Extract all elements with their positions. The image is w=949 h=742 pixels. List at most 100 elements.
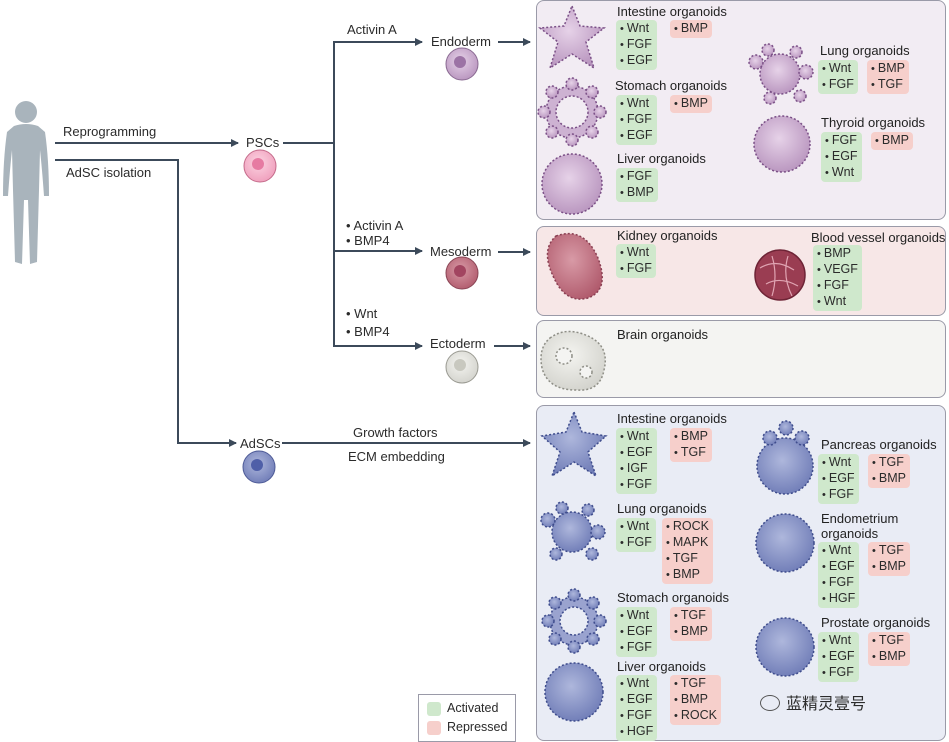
activated-factor: FGF	[620, 261, 652, 277]
activated-factor: FGF	[620, 708, 653, 724]
activated-factor-list: WntFGFEGF	[616, 95, 657, 145]
activated-factor: VEGF	[817, 262, 858, 278]
activated-factor: Wnt	[822, 633, 855, 649]
activated-factor: FGF	[620, 169, 654, 185]
activated-factor: EGF	[620, 692, 653, 708]
organoid-title: Lung organoids	[820, 43, 910, 58]
activated-factor: Wnt	[822, 455, 855, 471]
repressed-factor: ROCK	[666, 519, 709, 535]
activated-factor: FGF	[620, 640, 653, 656]
pscs-cell-icon	[243, 149, 277, 183]
activated-factor-list: FGFEGFWnt	[821, 132, 862, 182]
organoid-title: Stomach organoids	[617, 590, 730, 605]
activated-factor: Wnt	[620, 608, 653, 624]
legend-activated-label: Activated	[447, 701, 499, 715]
endoderm-cell-icon	[445, 47, 479, 81]
repressed-factor: TGF	[674, 608, 708, 624]
mesoderm-factor-2: • BMP4	[346, 233, 390, 248]
activated-factor: HGF	[822, 591, 855, 607]
activated-factor: Wnt	[822, 543, 855, 559]
activated-factor-list: WntEGFFGFHGF	[616, 675, 658, 741]
adscs-factor-1: Growth factors	[353, 425, 438, 440]
activated-factor-list: WntEGFFGF	[818, 454, 859, 504]
ectoderm-panel	[536, 320, 946, 398]
repressed-factor-list: ROCKMAPKTGFBMP	[662, 518, 713, 584]
repressed-factor: TGF	[674, 676, 717, 692]
endoderm-factor: Activin A	[347, 22, 397, 37]
mesoderm-cell-icon	[445, 256, 479, 290]
activated-factor-list: BMPVEGFFGFWnt	[813, 245, 862, 311]
repressed-factor: BMP	[666, 567, 709, 583]
organoid-title: Brain organoids	[617, 327, 709, 342]
repressed-factor: ROCK	[674, 708, 717, 724]
repressed-factor: BMP	[871, 61, 905, 77]
organoid-title: Thyroid organoids	[821, 115, 926, 130]
repressed-factor: TGF	[666, 551, 709, 567]
organoid-title: Kidney organoids	[617, 228, 718, 243]
legend-repressed-label: Repressed	[447, 720, 508, 734]
activated-factor: Wnt	[620, 245, 652, 261]
repressed-factor-list: TGFBMP	[868, 542, 910, 576]
activated-factor-list: WntFGF	[818, 60, 858, 94]
activated-factor-list: WntFGF	[616, 518, 656, 552]
repressed-factor: BMP	[674, 21, 708, 37]
organoid-title: Lung organoids	[617, 501, 707, 516]
activated-factor-list: WntEGFIGFFGF	[616, 428, 657, 494]
activated-factor: Wnt	[817, 294, 858, 310]
ectoderm-factor-1: • Wnt	[346, 306, 378, 321]
activated-factor: Wnt	[822, 61, 854, 77]
activated-factor: EGF	[822, 649, 855, 665]
mesoderm-panel	[536, 226, 946, 316]
watermark-text: 蓝精灵壹号	[786, 696, 867, 713]
repressed-factor-list: TGFBMPROCK	[670, 675, 721, 725]
ectoderm-factor-2: • BMP4	[346, 324, 390, 339]
activated-factor: IGF	[620, 461, 653, 477]
organoid-title: Endometrium organoids	[821, 511, 899, 541]
reprogramming-label: Reprogramming	[63, 124, 157, 139]
repressed-factor: TGF	[872, 543, 906, 559]
activated-factor: FGF	[620, 477, 653, 493]
activated-factor: FGF	[822, 575, 855, 591]
organoid-title: Stomach organoids	[615, 78, 728, 93]
repressed-factor: TGF	[872, 633, 906, 649]
pscs-label: PSCs	[246, 135, 280, 150]
activated-factor: Wnt	[620, 21, 653, 37]
repressed-factor: BMP	[674, 96, 708, 112]
adscs-factor-2: ECM embedding	[348, 449, 445, 464]
organoid-title: Intestine organoids	[617, 4, 727, 19]
repressed-factor: BMP	[872, 471, 906, 487]
activated-factor: Wnt	[620, 429, 653, 445]
repressed-factor: BMP	[674, 692, 717, 708]
repressed-factor-list: BMPTGF	[867, 60, 909, 94]
organoid-title: Liver organoids	[617, 151, 706, 166]
organoid-title: Pancreas organoids	[821, 437, 937, 452]
activated-factor: FGF	[825, 133, 858, 149]
wechat-icon	[760, 695, 780, 711]
adscs-cell-icon	[242, 450, 276, 484]
endoderm-panel	[536, 0, 946, 220]
endoderm-label: Endoderm	[431, 34, 491, 49]
activated-factor-list: WntEGFFGF	[616, 607, 657, 657]
repressed-factor-list: TGFBMP	[670, 607, 712, 641]
activated-factor: Wnt	[620, 519, 652, 535]
activated-factor: FGF	[620, 37, 653, 53]
repressed-factor: BMP	[674, 624, 708, 640]
activated-factor: FGF	[620, 535, 652, 551]
activated-factor-list: WntEGFFGF	[818, 632, 859, 682]
mesoderm-factor-1: • Activin A	[346, 218, 404, 233]
activated-factor: EGF	[620, 53, 653, 69]
repressed-factor-list: BMP	[670, 20, 712, 38]
activated-factor: Wnt	[825, 165, 858, 181]
activated-factor: EGF	[620, 445, 653, 461]
activated-factor: HGF	[620, 724, 653, 740]
repressed-factor: MAPK	[666, 535, 709, 551]
repressed-factor: BMP	[875, 133, 909, 149]
organoid-title: Liver organoids	[617, 659, 706, 674]
watermark: 蓝精灵壹号	[760, 690, 866, 714]
repressed-factor-list: BMP	[670, 95, 712, 113]
repressed-factor-list: TGFBMP	[868, 632, 910, 666]
activated-factor: FGF	[822, 487, 855, 503]
repressed-factor-list: BMPTGF	[670, 428, 712, 462]
ectoderm-cell-icon	[445, 350, 479, 384]
